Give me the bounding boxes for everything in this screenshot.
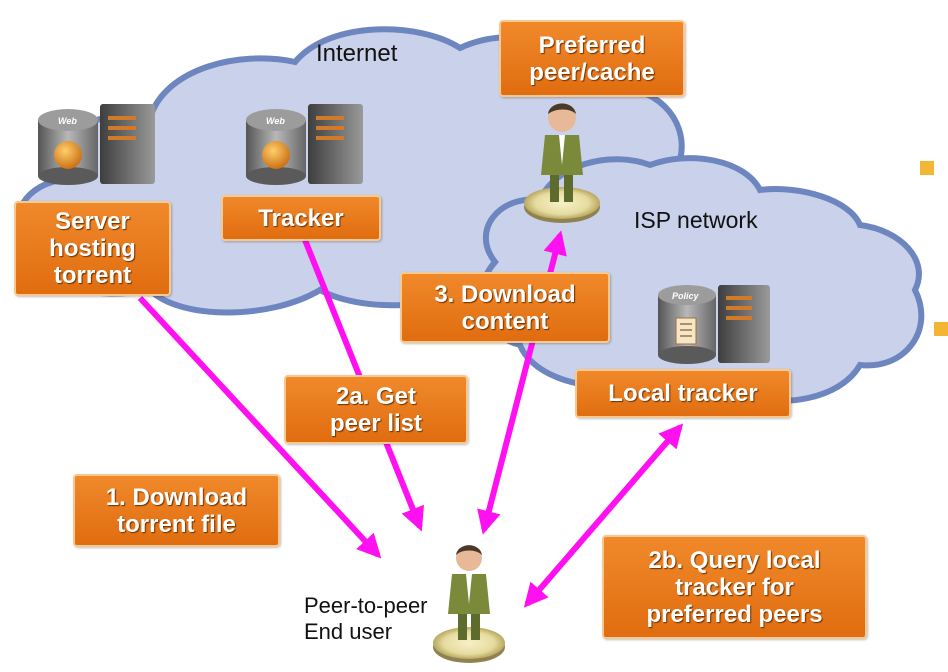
- download-content-box: 3. Download content: [400, 272, 610, 343]
- box-line: Preferred: [538, 31, 646, 59]
- box-line: 1. Download: [105, 483, 248, 511]
- web-server-icon: Web: [38, 104, 155, 185]
- tracker-server-icon: Web: [246, 104, 363, 185]
- box-line: peer/cache: [529, 58, 655, 86]
- internet-label: Internet: [316, 40, 398, 67]
- box-line: preferred peers: [646, 600, 823, 628]
- box-line: content: [461, 307, 549, 335]
- policy-server-icon: Policy: [658, 285, 770, 364]
- web-label: Web: [58, 116, 77, 126]
- preferred-peer-person-icon: [524, 103, 600, 223]
- box-line: Local tracker: [608, 380, 758, 407]
- box-line: tracker for: [675, 573, 794, 601]
- isp-network-label: ISP network: [634, 207, 758, 233]
- end-user-person-icon: [433, 545, 505, 663]
- query-local-tracker-box: 2b. Query local tracker for preferred pe…: [602, 535, 867, 639]
- end-user-line1: Peer-to-peer: [304, 593, 428, 618]
- slide-bullet-marker: [920, 161, 934, 175]
- box-line: Server: [55, 208, 130, 235]
- box-line: 2a. Get: [335, 382, 417, 410]
- tracker-box: Tracker: [221, 195, 381, 241]
- end-user-label: Peer-to-peer End user: [304, 593, 428, 645]
- end-user-line2: End user: [304, 619, 393, 644]
- download-torrent-file-box: 1. Download torrent file: [73, 474, 280, 547]
- preferred-peer-cache-box: Preferred peer/cache: [499, 20, 685, 97]
- arrow-download-torrent: [137, 295, 382, 559]
- box-line: torrent: [53, 262, 132, 289]
- box-line: 3. Download: [434, 280, 576, 308]
- slide-bullet-marker: [934, 322, 948, 336]
- web-label: Web: [266, 116, 285, 126]
- policy-label: Policy: [672, 291, 700, 301]
- box-line: 2b. Query local: [648, 546, 821, 574]
- box-line: Tracker: [258, 204, 344, 232]
- box-line: peer list: [329, 409, 423, 437]
- get-peer-list-box: 2a. Get peer list: [284, 375, 468, 444]
- local-tracker-box: Local tracker: [575, 369, 791, 418]
- box-line: hosting: [49, 235, 136, 262]
- arrow-query-local-tracker: [523, 423, 684, 608]
- box-line: torrent file: [117, 510, 236, 538]
- server-hosting-torrent-box: Server hosting torrent: [14, 201, 171, 296]
